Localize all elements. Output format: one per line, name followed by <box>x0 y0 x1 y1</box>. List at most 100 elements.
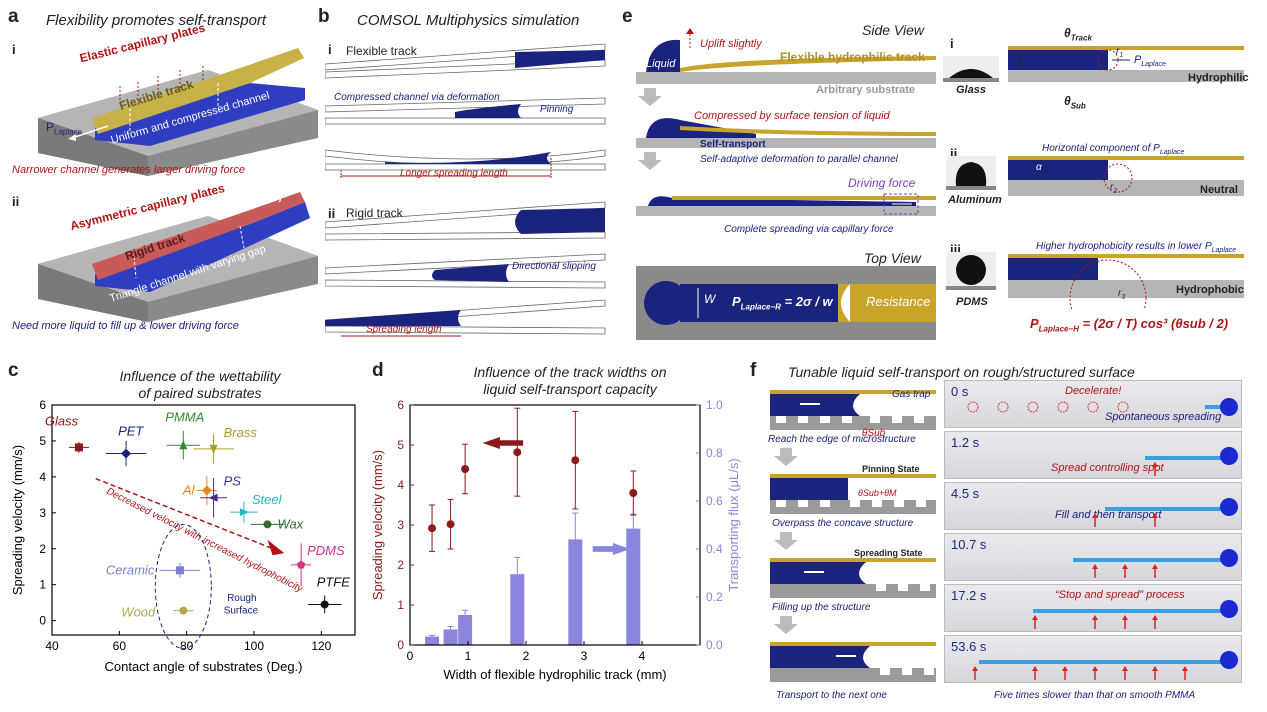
y-tick-label: 2 <box>39 542 46 556</box>
panel-e-compressed: Compressed by surface tension of liquid <box>694 110 890 122</box>
data-point-ceramic: Ceramic <box>106 562 201 578</box>
trend-arrow <box>95 477 278 552</box>
y-left-tick-label: 2 <box>397 558 404 572</box>
panel-b-i-pinning: Pinning <box>540 104 574 115</box>
spot-arrow-head <box>1092 513 1098 518</box>
point-label: PS <box>224 474 242 489</box>
photo-note: Fill and then transport <box>1055 509 1162 521</box>
panel-e-iii-num: iii <box>950 242 961 257</box>
spot-arrow-head <box>1152 462 1158 467</box>
panel-e-side-figure <box>636 28 936 238</box>
spot-markers <box>967 401 1129 413</box>
photo-note: Spread controlling spot <box>1051 462 1164 474</box>
liquid-track <box>1033 600 1238 618</box>
flux-bar <box>568 512 583 645</box>
spot-circle <box>967 401 979 413</box>
data-point-wax: Wax <box>250 516 304 531</box>
spot-markers <box>1092 564 1158 578</box>
velocity-point <box>428 504 437 552</box>
spot-circle <box>997 401 1009 413</box>
spot-arrow-head <box>1062 666 1068 671</box>
spot-markers <box>1032 615 1158 629</box>
panel-f-gas-trap: Gas trap <box>892 389 931 400</box>
point-marker <box>179 606 188 615</box>
y-left-tick-label: 1 <box>397 598 404 612</box>
flux-bar-rect <box>510 574 525 645</box>
y-right-tick-label: 0.2 <box>706 590 723 604</box>
spot-arrow-head <box>1092 564 1098 569</box>
x-tick-label: 100 <box>244 639 264 653</box>
panel-e-i-sample: Glass <box>956 84 986 96</box>
panel-e-i-T: T <box>1016 56 1024 70</box>
point-label: Wax <box>277 516 303 531</box>
panel-e-i-theta-track: θTrack <box>1064 26 1092 43</box>
panel-e-i-type: Hydrophilic <box>1188 72 1249 84</box>
liquid-track <box>1145 447 1238 465</box>
y-left-tick-label: 0 <box>397 638 404 652</box>
panel-b-ii-num: ii <box>328 206 336 221</box>
x-tick-label: 80 <box>180 639 194 653</box>
point-marker <box>201 485 212 496</box>
rough-surface-ellipse <box>154 523 212 649</box>
point-label: Steel <box>252 492 283 507</box>
data-point-pdms: PDMS <box>291 543 345 587</box>
panel-f-label: f <box>750 360 757 381</box>
point-marker <box>179 440 188 450</box>
y-left-axis-label: Spreading velocity (mm/s) <box>370 450 385 600</box>
panel-f-title: Tunable liquid self-transport on rough/s… <box>788 364 1135 380</box>
liquid-track <box>979 651 1238 669</box>
spot-arrow-head <box>1092 615 1098 620</box>
x-tick-label: 60 <box>113 639 127 653</box>
panel-a-ii-figure <box>0 182 320 322</box>
y-right-tick-label: 1.0 <box>706 398 723 412</box>
panel-f-theta-sub: θSub <box>862 428 886 439</box>
velocity-point <box>571 410 580 510</box>
panel-e-flex-track: Flexible hydrophilic track <box>780 50 925 64</box>
panel-e-top-figure <box>636 266 936 340</box>
data-point-pmma: PMMA <box>165 409 204 460</box>
liquid-track <box>1205 398 1238 416</box>
panel-e-i-droplet <box>943 56 999 82</box>
panel-e-i-theta-sub: θSub <box>1064 94 1086 111</box>
velocity-point <box>461 443 470 495</box>
velocity-marker <box>513 448 522 457</box>
panel-a-i-num: i <box>12 42 16 57</box>
panel-e-iii-sample: PDMS <box>956 296 988 308</box>
spot-arrow-head <box>1122 666 1128 671</box>
y-left-tick-label: 5 <box>397 438 404 452</box>
y-left-tick-label: 6 <box>397 398 404 412</box>
photo-time-label: 10.7 s <box>951 537 987 552</box>
panel-e-iii-type: Hydrophobic <box>1176 284 1244 296</box>
y-tick-label: 1 <box>39 578 46 592</box>
panel-e-ii-sample: Aluminum <box>948 194 1002 206</box>
y-tick-label: 5 <box>39 434 46 448</box>
panel-b-i-compressed: Compressed channel via deformation <box>334 92 500 103</box>
velocity-marker <box>629 489 638 497</box>
panel-e-self-adaptive: Self-adaptive deformation to parallel ch… <box>700 154 898 165</box>
spot-arrow-head <box>1122 615 1128 620</box>
x-tick-label: 40 <box>45 639 59 653</box>
point-label: PET <box>118 424 144 439</box>
panel-e-iii-droplet <box>946 252 996 290</box>
photo-note-secondary: Spontaneous spreading <box>1105 411 1222 423</box>
point-marker <box>175 566 184 575</box>
point-label: Ceramic <box>106 562 155 577</box>
spot-arrow-head <box>1032 666 1038 671</box>
liquid-track <box>1105 498 1238 516</box>
data-point-brass: Brass <box>193 425 257 464</box>
y-right-tick-label: 0.4 <box>706 542 723 556</box>
y-axis-label: Spreading velocity (mm/s) <box>10 445 25 595</box>
flux-bar-rect <box>425 636 440 645</box>
data-point-ptfe: PTFE <box>307 574 350 614</box>
panel-e-ii-num: ii <box>950 146 958 161</box>
panel-e-top-view: Top View <box>864 250 921 266</box>
spot-markers <box>1092 513 1158 527</box>
point-marker <box>209 444 218 454</box>
spot-arrow-head <box>1152 615 1158 620</box>
flux-bar <box>425 634 440 645</box>
panel-f-theta-sum: θSub+θM <box>858 488 897 498</box>
x-tick-label: 1 <box>465 649 472 663</box>
panel-e-driving: Driving force <box>848 176 916 190</box>
